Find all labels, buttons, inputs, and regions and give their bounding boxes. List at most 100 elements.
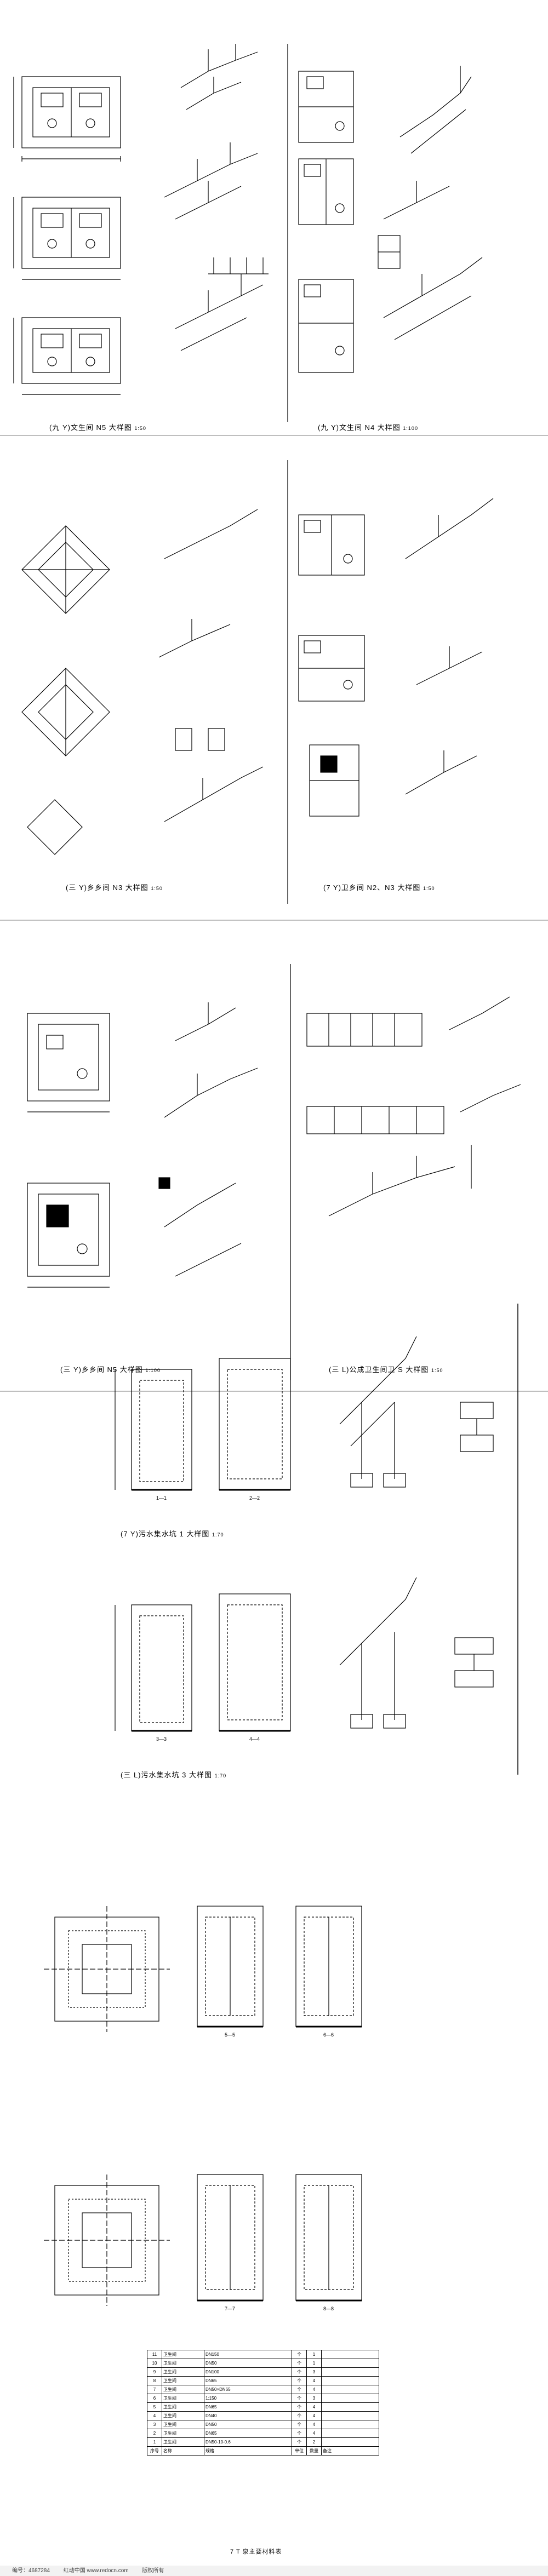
- table-cell: 卫生间: [162, 2437, 204, 2447]
- table-cell: DN50: [204, 2359, 292, 2368]
- pit-plan-1: [44, 1906, 170, 2032]
- bath-plan-e1: [27, 1013, 110, 1112]
- table-cell: 3: [306, 2367, 322, 2377]
- table-cell: 1: [306, 2359, 322, 2368]
- table-cell: DN40: [204, 2411, 292, 2420]
- bath-plan-a2: [13, 197, 121, 280]
- table-cell: 8: [147, 2376, 162, 2385]
- table-cell: 4: [147, 2411, 162, 2420]
- table-cell: 卫生间: [162, 2367, 204, 2377]
- table-cell: 11: [147, 2350, 162, 2359]
- pit-pipe-iso-1: [339, 1336, 417, 1488]
- table-cell: 备注: [321, 2446, 379, 2455]
- caption-4: (7 Y)卫乡间 N2、N3 大样图 1:50: [323, 883, 435, 892]
- table-cell: 卫生间: [162, 2420, 204, 2429]
- caption-8: (三 L)污水集水坑 3 大样图 1:70: [121, 1771, 227, 1779]
- pipe-iso-b1: [399, 66, 472, 154]
- section-label: 2—2: [249, 1495, 260, 1501]
- bath-plan-d2: [298, 635, 365, 702]
- table-cell: 个: [292, 2429, 307, 2438]
- pipe-iso-a3: [175, 274, 264, 351]
- section-label: 8—8: [323, 2306, 334, 2311]
- table-cell: 单位: [292, 2446, 307, 2455]
- table-cell: 卫生间: [162, 2359, 204, 2368]
- table-cell: 3: [306, 2394, 322, 2403]
- table-cell: 卫生间: [162, 2402, 204, 2412]
- table-cell: [321, 2437, 379, 2447]
- table-cell: 个: [292, 2411, 307, 2420]
- public-bath-f2: [306, 1106, 444, 1134]
- diag-plan-c1: [21, 525, 110, 614]
- table-cell: [321, 2367, 379, 2377]
- table-cell: 个: [292, 2350, 307, 2359]
- section-label: 5—5: [225, 2032, 236, 2038]
- pipe-iso-a2: [164, 142, 258, 220]
- table-cell: 个: [292, 2402, 307, 2412]
- table-cell: 卫生间: [162, 2411, 204, 2420]
- table-cell: 个: [292, 2437, 307, 2447]
- section-label: 6—6: [323, 2032, 334, 2038]
- table-cell: 2: [147, 2429, 162, 2438]
- table-cell: 3: [147, 2420, 162, 2429]
- section-label: 7—7: [225, 2306, 236, 2311]
- pit-section-7: [197, 2174, 264, 2302]
- table-cell: [321, 2359, 379, 2368]
- table-cell: 4: [306, 2420, 322, 2429]
- pipe-iso-e: [158, 1002, 258, 1277]
- table-cell: DN50×DN65: [204, 2385, 292, 2394]
- bath-plan-b2: [298, 158, 354, 225]
- pit-plan-2: [44, 2175, 170, 2306]
- table-cell: [321, 2394, 379, 2403]
- caption-5: (三 Y)乡乡间 N5 大样图 1:100: [60, 1366, 161, 1374]
- table-cell: DN65: [204, 2376, 292, 2385]
- caption-7: (7 Y)污水集水坑 1 大样图 1:70: [121, 1530, 224, 1538]
- section-label: 1—1: [156, 1495, 167, 1501]
- table-cell: 个: [292, 2394, 307, 2403]
- footer-note: 版权所有: [142, 2568, 164, 2574]
- table-cell: 5: [147, 2402, 162, 2412]
- table-cell: [321, 2420, 379, 2429]
- table-cell: DN65: [204, 2429, 292, 2438]
- pipe-iso-c: [158, 509, 264, 822]
- diag-plan-c3: [27, 799, 83, 855]
- public-bath-f1: [306, 1013, 423, 1047]
- pit-pipe-iso-2: [339, 1577, 417, 1729]
- table-cell: 个: [292, 2359, 307, 2368]
- footer-bar: 编号：4687284 红动中国 www.redocn.com 版权所有: [0, 2566, 548, 2576]
- table-header-row: 序号名称规格单位数量备注: [147, 2446, 379, 2455]
- table-cell: 数量: [306, 2446, 322, 2455]
- pit-section-3: [115, 1604, 192, 1732]
- table-cell: DN150: [204, 2350, 292, 2359]
- table-cell: 4: [306, 2411, 322, 2420]
- bath-plan-b1: [298, 71, 354, 143]
- table-cell: 卫生间: [162, 2350, 204, 2359]
- table-cell: 1:150: [204, 2394, 292, 2403]
- table-cell: 4: [306, 2429, 322, 2438]
- table-cell: [321, 2411, 379, 2420]
- footer-id: 编号：4687284: [12, 2568, 50, 2574]
- table-cell: DN100: [204, 2367, 292, 2377]
- table-cell: DN50-10-0.6: [204, 2437, 292, 2447]
- table-cell: 个: [292, 2385, 307, 2394]
- table-cell: 卫生间: [162, 2429, 204, 2438]
- caption-6: (三 L)公成卫生间卫 S 大样图 1:50: [329, 1366, 443, 1374]
- table-cell: [321, 2429, 379, 2438]
- caption-3: (三 Y)乡乡间 N3 大样图 1:50: [66, 883, 163, 892]
- pit-section-5: [197, 1906, 264, 2028]
- table-cell: 2: [306, 2437, 322, 2447]
- table-cell: 规格: [204, 2446, 292, 2455]
- table-cell: 6: [147, 2394, 162, 2403]
- pipe-iso-a1: [180, 44, 258, 110]
- pit-section-8: [295, 2174, 362, 2302]
- table-cell: 4: [306, 2385, 322, 2394]
